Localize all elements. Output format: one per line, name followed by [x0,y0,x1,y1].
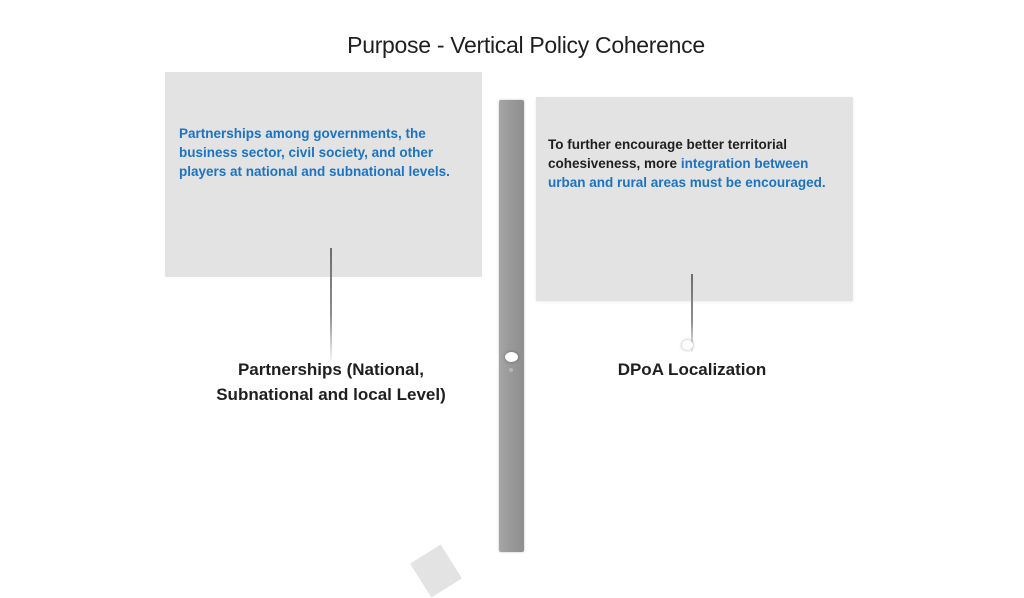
right-panel-text-plain: To further encourage better territorial … [548,137,788,171]
left-panel-text: Partnerships among governments, the busi… [179,126,450,179]
slide-title: Purpose - Vertical Policy Coherence [347,32,705,58]
center-pole [499,100,524,552]
right-caption: DPoA Localization [617,360,767,379]
right-sign-stick [691,274,693,352]
left-caption: Partnerships (National, Subnational and … [216,360,446,404]
right-panel-text-highlight: integration between urban and rural area… [548,156,826,190]
pole-dot [509,368,513,372]
right-stick-knob [682,340,693,350]
left-sign-panel: Partnerships among governments, the busi… [165,72,482,277]
decorative-shape [410,544,462,598]
right-panel-text: To further encourage better territorial … [548,135,844,192]
right-sign-panel: To further encourage better territorial … [536,97,853,301]
left-sign-stick [330,248,332,360]
pole-knob [505,352,518,362]
